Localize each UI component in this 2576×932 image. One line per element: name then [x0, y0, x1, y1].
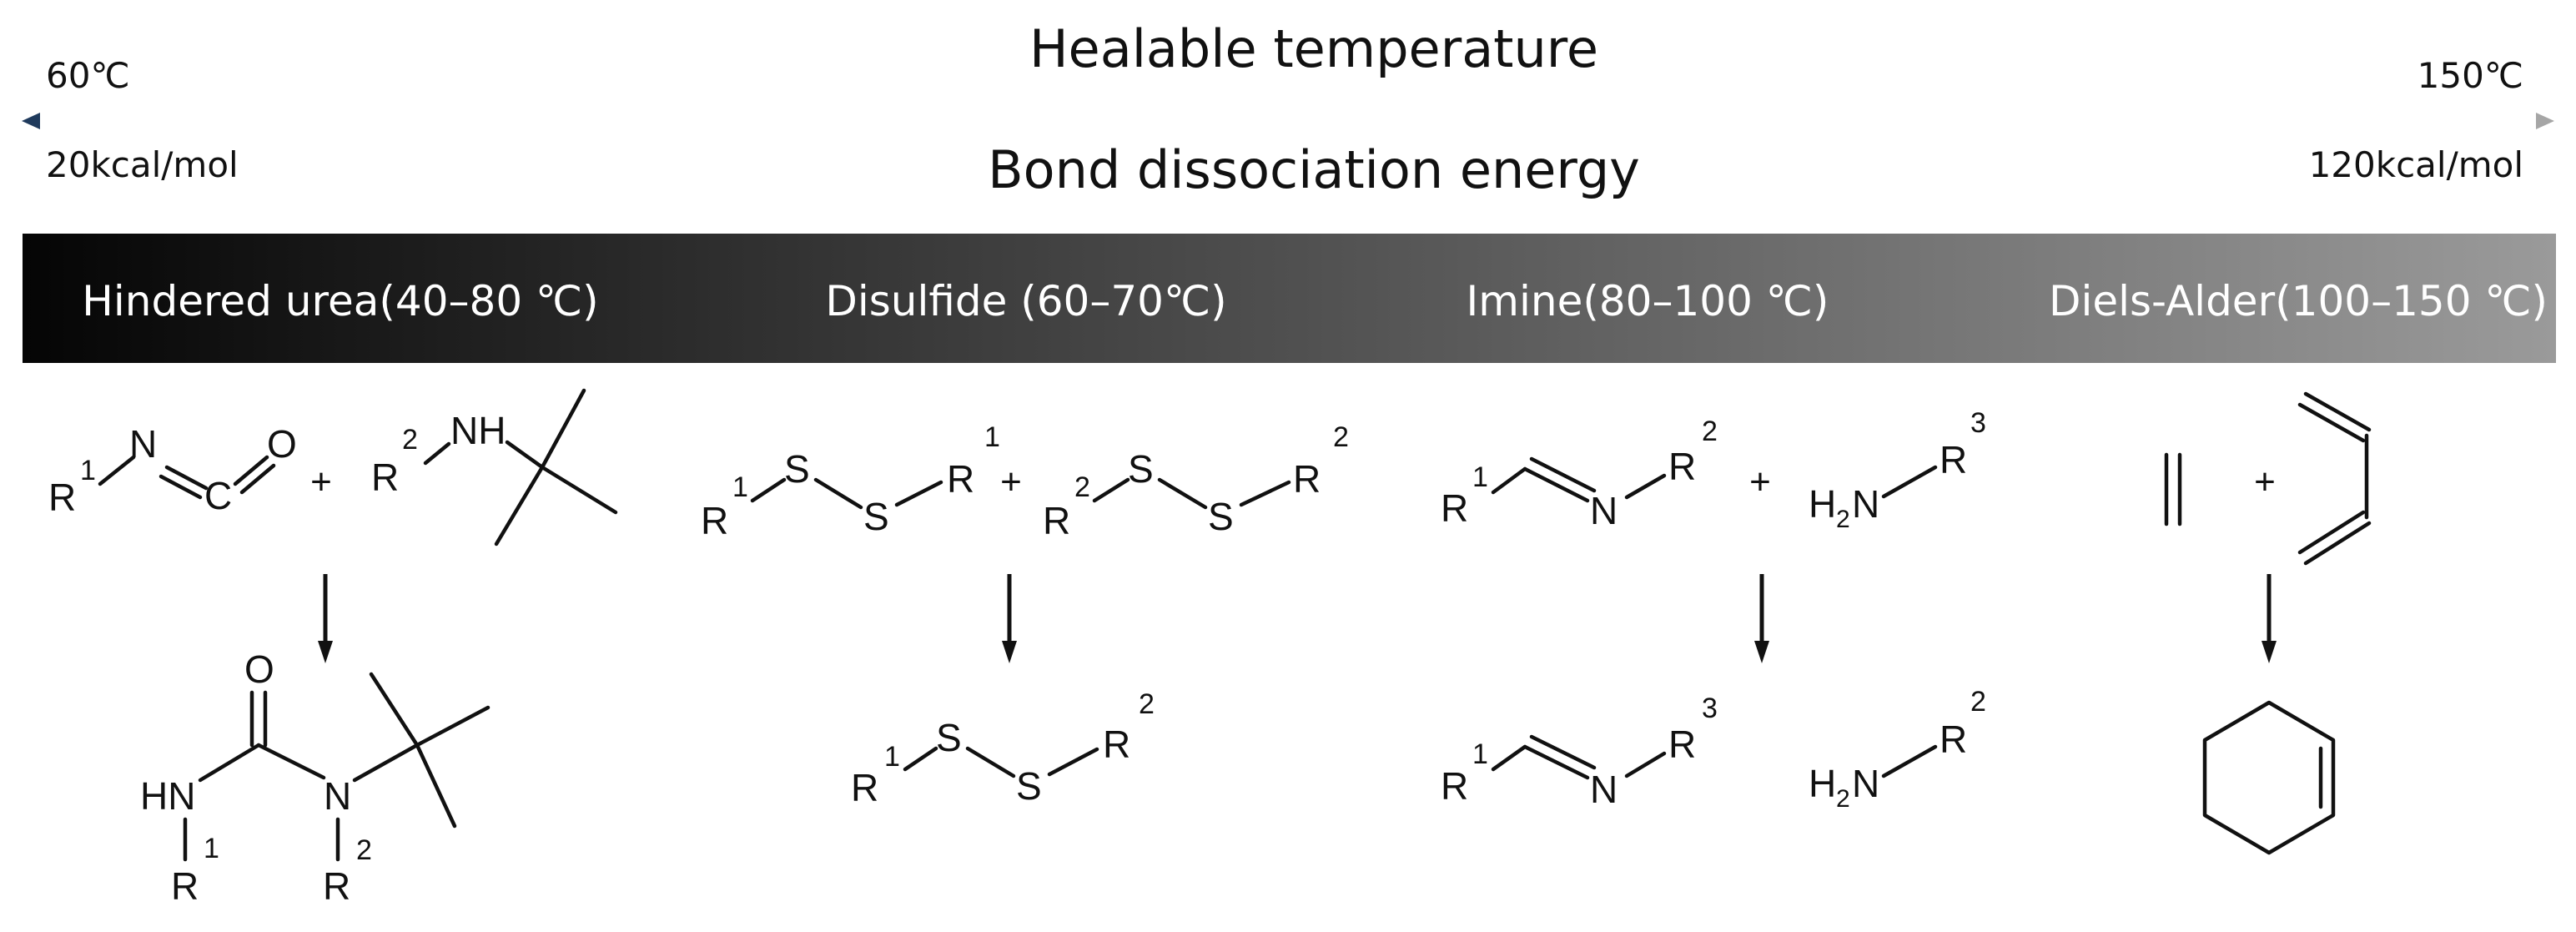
hindered-urea-amine: R 2 NH	[371, 388, 618, 547]
category-hindered-urea: Hindered urea(40–80 ℃)	[82, 277, 598, 325]
plus-sign: +	[1749, 461, 1771, 502]
atom-superscript: 2	[1702, 416, 1718, 447]
reaction-arrowhead	[1002, 641, 1017, 663]
atom-n: N	[1852, 482, 1879, 526]
energy-max-label: 120kcal/mol	[2309, 144, 2523, 185]
disulfide-product: R 1 S S R 2	[851, 688, 1155, 809]
atom-o: O	[267, 422, 297, 466]
atom-superscript: 3	[1702, 693, 1718, 724]
axis-arrowhead-left	[22, 113, 40, 129]
atom-h: H	[1809, 762, 1836, 805]
atom-subscript: 2	[1836, 506, 1850, 533]
hindered-urea-isocyanate: R 1 N C O	[48, 422, 297, 519]
atom-r: R	[1043, 499, 1070, 542]
plus-sign: +	[2254, 461, 2276, 502]
atom-superscript: 1	[80, 455, 96, 486]
atom-nh: NH	[450, 409, 506, 452]
atom-r: R	[1940, 438, 1967, 481]
atom-superscript: 1	[1472, 461, 1488, 493]
atom-r: R	[1441, 764, 1468, 808]
reaction-arrowhead	[318, 641, 333, 663]
atom-superscript: 1	[732, 471, 748, 503]
atom-n: N	[324, 774, 351, 818]
energy-min-label: 20kcal/mol	[46, 144, 239, 185]
atom-s: S	[936, 716, 962, 759]
atom-s: S	[1016, 764, 1042, 808]
temperature-max-label: 150℃	[2418, 55, 2523, 96]
imine-product: R 1 N R 3	[1441, 693, 1718, 811]
atom-c: C	[204, 474, 232, 517]
atom-r: R	[851, 766, 878, 809]
atom-n: N	[1590, 768, 1618, 811]
atom-h: H	[1809, 482, 1836, 526]
category-diels-alder: Diels-Alder(100–150 ℃)	[2049, 277, 2548, 325]
atom-r: R	[1668, 445, 1696, 488]
plus-sign: +	[1000, 461, 1022, 502]
category-imine: Imine(80–100 ℃)	[1467, 277, 1829, 325]
atom-r: R	[371, 456, 399, 499]
atom-superscript: 2	[356, 834, 372, 866]
atom-s: S	[784, 447, 810, 491]
atom-superscript: 3	[1970, 407, 1986, 439]
atom-subscript: 2	[1836, 785, 1850, 813]
hindered-urea-product: O HN 1 R N 2 R	[140, 647, 491, 908]
axis-arrowhead-right	[2536, 113, 2554, 129]
dienophile-ethylene	[2164, 452, 2182, 526]
atom-r: R	[1668, 723, 1696, 766]
atom-r: R	[1940, 718, 1967, 761]
atom-r: R	[323, 864, 350, 908]
atom-superscript: 2	[1333, 421, 1349, 453]
axis-title-bond-dissociation-energy: Bond dissociation energy	[988, 139, 1640, 200]
atom-superscript: 2	[1074, 471, 1090, 503]
atom-r: R	[947, 457, 974, 501]
primary-amine-reactant: H 2 N R 3	[1809, 407, 1986, 533]
atom-superscript: 1	[204, 833, 219, 864]
atom-superscript: 1	[884, 741, 900, 773]
atom-n: N	[1590, 489, 1618, 532]
atom-superscript: 2	[1970, 686, 1986, 718]
atom-r: R	[1441, 486, 1468, 530]
atom-hn: HN	[140, 774, 195, 818]
primary-amine-product: H 2 N R 2	[1809, 686, 1986, 813]
atom-superscript: 1	[984, 421, 1000, 453]
imine-reactant: R 1 N R 2	[1441, 416, 1718, 532]
atom-r: R	[48, 476, 76, 519]
diene-butadiene	[2297, 391, 2372, 566]
atom-s: S	[1128, 447, 1154, 491]
reaction-arrowhead	[1754, 641, 1769, 663]
category-gradient-band	[23, 234, 2556, 363]
disulfide-reactant-1: R 1 S S R 1	[701, 421, 1000, 542]
cyclohexene-product	[2202, 700, 2336, 855]
double-headed-axis-arrow	[22, 113, 2554, 129]
atom-r: R	[701, 499, 728, 542]
atom-superscript: 2	[402, 424, 418, 456]
atom-r: R	[1293, 457, 1321, 501]
category-disulfide: Disulfide (60–70℃)	[825, 277, 1226, 325]
atom-r: R	[171, 864, 199, 908]
temperature-min-label: 60℃	[46, 55, 130, 96]
axis-title-healable-temperature: Healable temperature	[1029, 18, 1598, 79]
atom-s: S	[863, 495, 889, 538]
atom-r: R	[1103, 723, 1130, 766]
atom-superscript: 2	[1139, 688, 1155, 720]
plus-sign: +	[310, 461, 332, 502]
disulfide-reactant-2: R 2 S S R 2	[1043, 421, 1349, 542]
atom-n: N	[129, 422, 157, 466]
atom-s: S	[1208, 495, 1234, 538]
atom-o: O	[244, 647, 274, 691]
atom-n: N	[1852, 762, 1879, 805]
reaction-arrowhead	[2262, 641, 2277, 663]
atom-superscript: 1	[1472, 738, 1488, 770]
